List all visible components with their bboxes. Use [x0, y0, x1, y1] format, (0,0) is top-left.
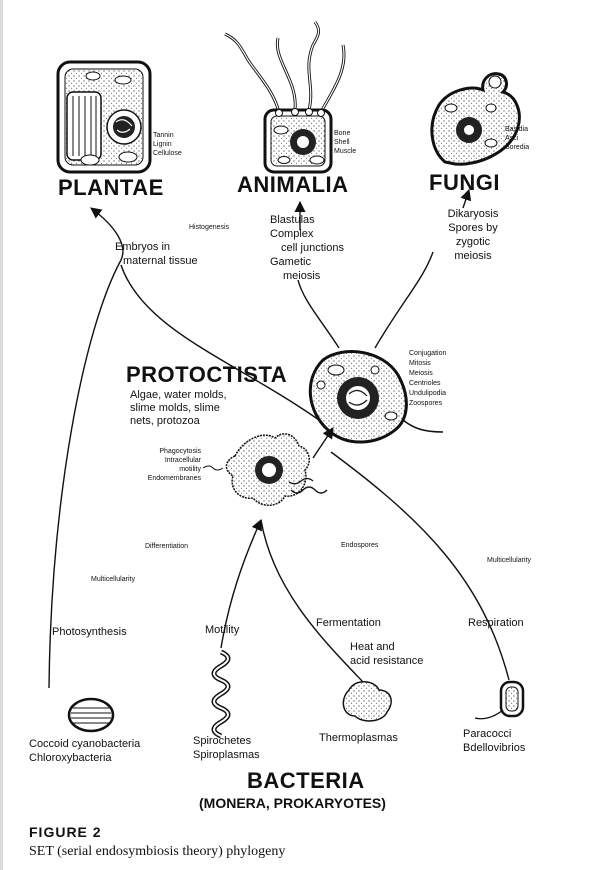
protoctista-trait: Mitosis: [409, 360, 431, 367]
kingdom-bacteria-subtitle: (MONERA, PROKARYOTES): [199, 795, 386, 811]
label-multicellularity-left: Multicellularity: [91, 576, 135, 583]
label-embryos: maternal tissue: [123, 255, 198, 267]
bacteria-group-para: Bdellovibrios: [463, 742, 526, 754]
fungal-cell-icon: [430, 72, 521, 166]
bacteria-group-para: Paracocci: [463, 728, 512, 740]
figure-label: FIGURE 2: [29, 824, 102, 840]
label-embryos: Embryos in: [115, 241, 171, 253]
animalia-trait: Bone: [334, 130, 351, 137]
plantae-trait: Lignin: [153, 141, 172, 148]
protoctista-trait: Conjugation: [409, 350, 447, 357]
label-animal-path: meiosis: [283, 270, 321, 282]
bacteria-group-thermo: Thermoplasmas: [319, 732, 398, 744]
cyanobacterium-icon: [67, 697, 115, 733]
phylogeny-arrows: [48, 188, 510, 689]
label-heat: acid resistance: [350, 655, 424, 667]
phylogeny-diagram: [48, 21, 525, 739]
protoctist-cell-icon: [308, 350, 444, 444]
label-endospores: Endospores: [341, 542, 379, 549]
thermoplasma-icon: [342, 681, 392, 722]
label-animal-path: Complex: [270, 228, 314, 240]
protoctista-trait: Meiosis: [409, 370, 433, 377]
animalia-trait: Muscle: [334, 148, 357, 155]
amoeba-trait: Endomembranes: [147, 475, 201, 482]
amoeba-trait: Phagocytosis: [159, 448, 201, 455]
protoctista-description: Algae, water molds,: [130, 389, 227, 401]
label-respiration: Respiration: [468, 617, 524, 629]
label-fungi-path: zygotic: [455, 236, 491, 248]
animal-cell-icon: [224, 21, 346, 174]
kingdom-protoctista: PROTOCTISTA: [126, 362, 288, 387]
label-animal-path: Gametic: [270, 256, 311, 268]
plantae-trait: Tannin: [153, 132, 174, 139]
label-photosynthesis: Photosynthesis: [52, 626, 127, 638]
protoctista-trait: Zoospores: [409, 400, 443, 407]
protoctista-description: nets, protozoa: [130, 415, 200, 427]
label-fermentation: Fermentation: [316, 617, 381, 629]
bacteria-group-spiro: Spiroplasmas: [193, 749, 260, 761]
label-animal-path: Blastulas: [270, 214, 315, 226]
protoctista-trait: Centrioles: [409, 380, 441, 387]
label-differentiation: Differentiation: [145, 543, 189, 550]
kingdom-plantae: PLANTAE: [58, 175, 164, 200]
kingdom-animalia: ANIMALIA: [237, 172, 349, 197]
protoctista-trait: Undulipodia: [409, 390, 446, 397]
paracoccus-icon: [474, 680, 525, 720]
animalia-trait: Shell: [334, 139, 350, 146]
amoeba-trait: Intracellular: [164, 457, 201, 464]
bacteria-group-cyano: Chloroxybacteria: [29, 752, 112, 764]
bacteria-group-cyano: Coccoid cyanobacteria: [29, 738, 141, 750]
kingdom-bacteria: BACTERIA: [247, 768, 365, 793]
plant-cell-icon: [56, 60, 152, 174]
fungi-trait: Basidia: [505, 126, 528, 133]
label-multicellularity-right: Multicellularity: [487, 557, 531, 564]
figure-caption: SET (serial endosymbiosis theory) phylog…: [29, 844, 286, 859]
label-fungi-path: Dikaryosis: [447, 208, 499, 220]
protoctista-description: slime molds, slime: [130, 402, 220, 414]
plantae-trait: Cellulose: [153, 150, 182, 157]
label-motility: Motility: [205, 624, 240, 636]
label-fungi-path: meiosis: [454, 250, 492, 262]
spirochete-icon: [211, 649, 231, 739]
label-fungi-path: Spores by: [448, 222, 498, 234]
label-animal-path: cell junctions: [281, 242, 344, 254]
kingdom-fungi: FUNGI: [429, 170, 500, 195]
fungi-trait: Asci: [505, 135, 519, 142]
label-heat: Heat and: [350, 641, 395, 653]
amoeba-trait: motility: [179, 466, 201, 473]
bacteria-group-spiro: Spirochetes: [193, 735, 252, 747]
fungi-trait: Soredia: [505, 144, 530, 151]
amoeba-cell-icon: [202, 433, 328, 506]
label-histogenesis: Histogenesis: [189, 224, 230, 231]
